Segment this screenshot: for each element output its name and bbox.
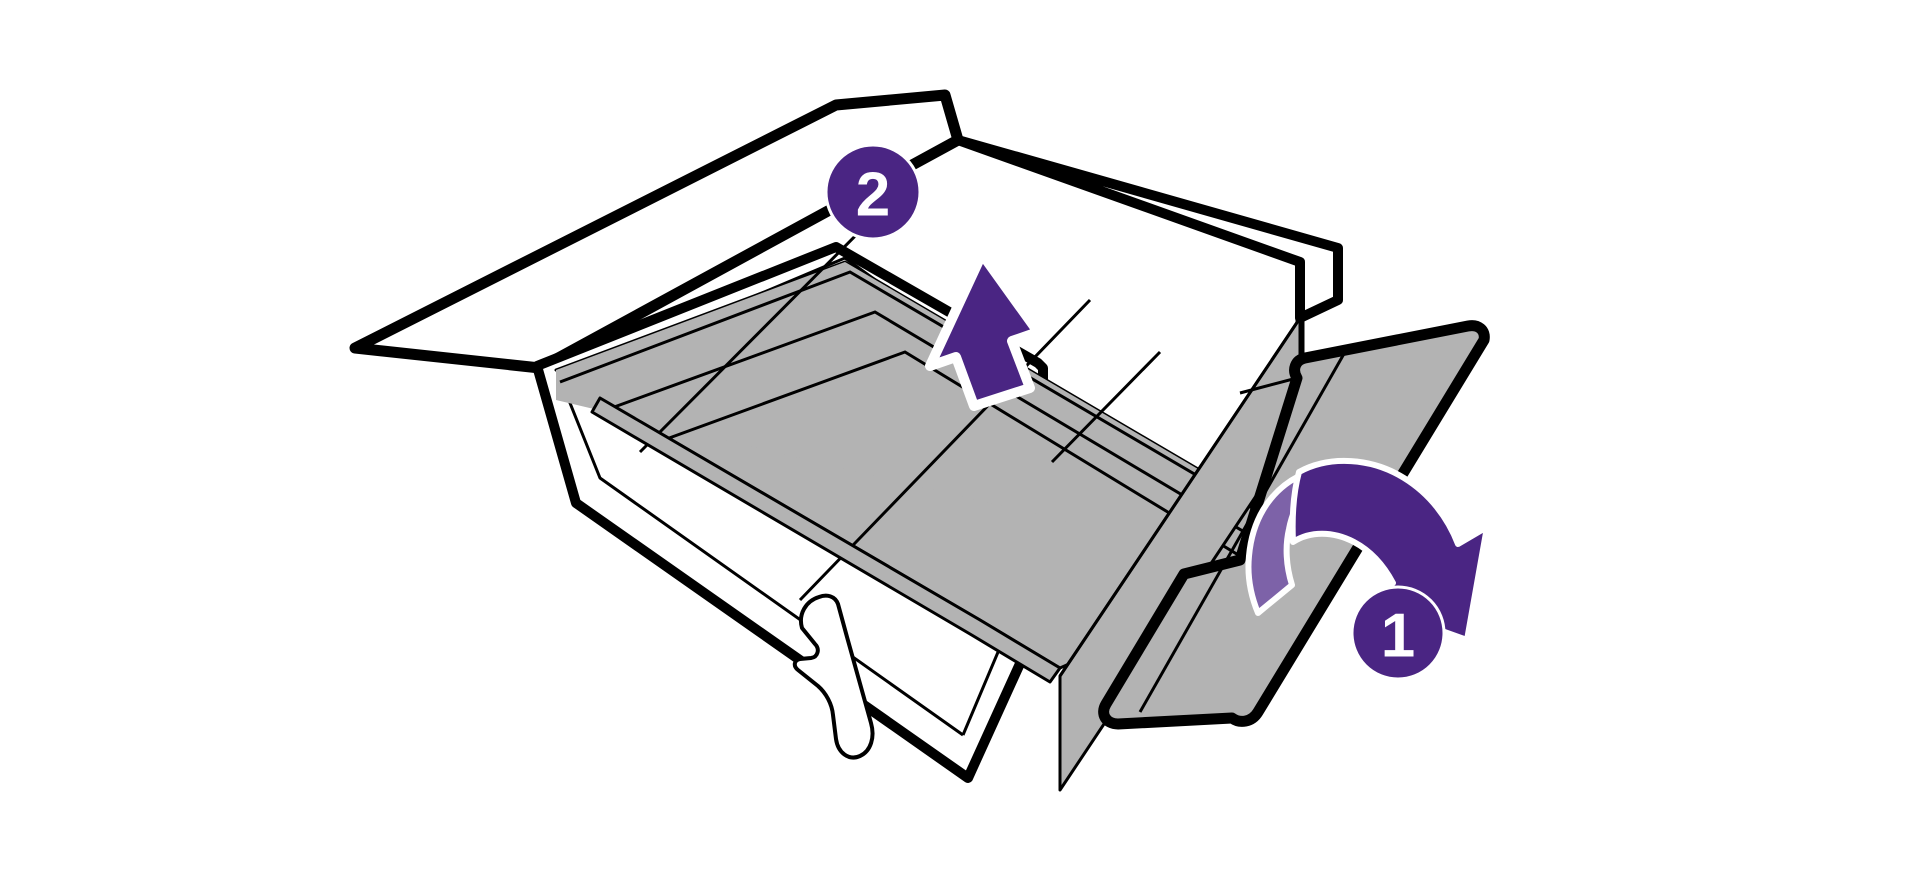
step-1-badge[interactable]: 1 xyxy=(1350,585,1446,681)
step-1-curved-arrow xyxy=(1245,457,1490,643)
back-flap xyxy=(349,89,964,374)
foam-tray xyxy=(554,184,1330,684)
step-2-badge[interactable]: 2 xyxy=(824,143,922,241)
step-1-badge-number: 1 xyxy=(1381,602,1415,671)
handle-cutout-icon xyxy=(792,593,875,760)
step-2-badge-number: 2 xyxy=(856,161,890,230)
step-1-badge-circle xyxy=(1350,585,1446,681)
step-2-up-arrow xyxy=(925,249,1043,411)
step-2-badge-circle xyxy=(824,143,922,241)
